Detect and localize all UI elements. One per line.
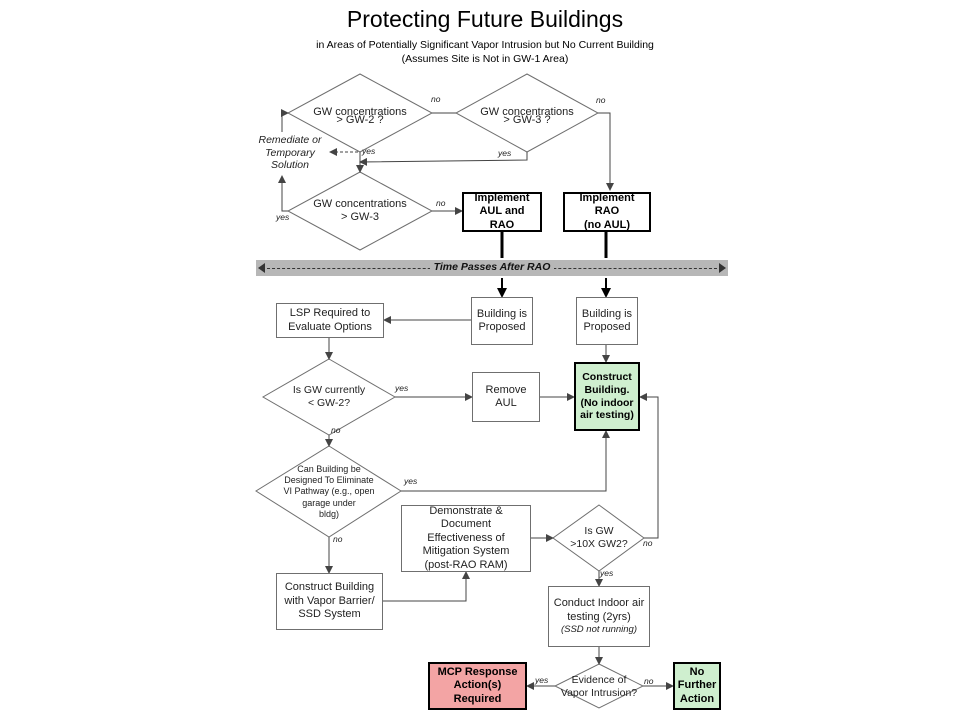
decision-gw2-top: GW concentrations [313, 106, 407, 119]
arrow-left-icon [258, 263, 265, 273]
decision-gw3-mid: GW concentrations > GW-3 [313, 197, 407, 223]
edge-gw3mid-yes [278, 175, 288, 212]
label-no-gw3-top: no [596, 95, 606, 105]
decision-can-building-be-designed: Can Building be Designed To Eliminate VI… [283, 463, 375, 519]
label-yes-gw2-top: yes [362, 146, 376, 156]
label-no-gw3-mid: no [436, 198, 446, 208]
edge-gw3-no [598, 112, 614, 191]
page-title: Protecting Future Buildings [346, 6, 624, 32]
page-note: (Assumes Site is Not in GW-1 Area) [401, 53, 569, 65]
label-yes-gw10x: yes [600, 568, 614, 578]
page-subtitle: in Areas of Potentially Significant Vapo… [316, 39, 654, 51]
label-yes-can-design: yes [404, 476, 418, 486]
decision-evidence-of-vapor-intrusion: Evidence of Vapor Intrusion? [560, 674, 638, 699]
label-no-gw10x: no [643, 538, 653, 548]
time-passes-bar: Time Passes After RAO [256, 260, 728, 276]
construct-building-vapor-barrier-box: Construct Building with Vapor Barrier/ S… [276, 573, 383, 630]
building-proposed-box-1: Building is Proposed [471, 297, 533, 345]
label-yes-gw3-top: yes [498, 148, 512, 158]
decision-gw-currently-less: Is GW currently < GW-2? [292, 384, 366, 409]
label-yes-gw-less: yes [395, 383, 409, 393]
implement-rao-no-aul: Implement RAO (no AUL) [563, 192, 651, 232]
lsp-required-box: LSP Required to Evaluate Options [276, 303, 384, 338]
edge-candesign-yes [401, 430, 610, 492]
building-proposed-box-2: Building is Proposed [576, 297, 638, 345]
edge-gw10x-no [639, 393, 659, 539]
label-no-can-design: no [333, 534, 343, 544]
construct-building-box: Construct Building. (No indoor air testi… [574, 362, 640, 431]
no-further-action-box: No Further Action [673, 662, 721, 710]
edge-remediate-loop [281, 109, 289, 132]
demonstrate-document-box: Demonstrate & Document Effectiveness of … [401, 505, 531, 572]
conduct-indoor-air-testing-box: Conduct Indoor air testing (2yrs) (SSD n… [548, 586, 650, 647]
decision-evidence-shape [553, 663, 645, 709]
edge-gw3-yes [359, 152, 528, 166]
arrow-right-icon [719, 263, 726, 273]
remove-aul-box: Remove AUL [472, 372, 540, 422]
decision-gw-10x: Is GW >10X GW2? [570, 525, 628, 550]
time-bar-label: Time Passes After RAO [429, 261, 555, 273]
label-yes-gw3-mid: yes [276, 212, 290, 222]
label-no-gw-less: no [331, 425, 341, 435]
decision-gw2-top-line2: > GW-2 ? [336, 114, 384, 127]
label-no-gw2-top: no [431, 94, 441, 104]
decision-gw3-top-line2: > GW-3 ? [503, 114, 551, 127]
decision-gw3-mid-shape [286, 171, 434, 251]
label-no-evidence: no [644, 676, 654, 686]
edge-vb-to-demonstrate [383, 571, 470, 602]
decision-gw3-top: GW concentrations [480, 106, 574, 119]
implement-aul-and-rao: Implement AUL and RAO [462, 192, 542, 232]
label-yes-evidence: yes [535, 675, 549, 685]
mcp-response-action-box: MCP Response Action(s) Required [428, 662, 527, 710]
remediate-or-temporary-solution: Remediate or Temporary Solution [258, 133, 322, 172]
